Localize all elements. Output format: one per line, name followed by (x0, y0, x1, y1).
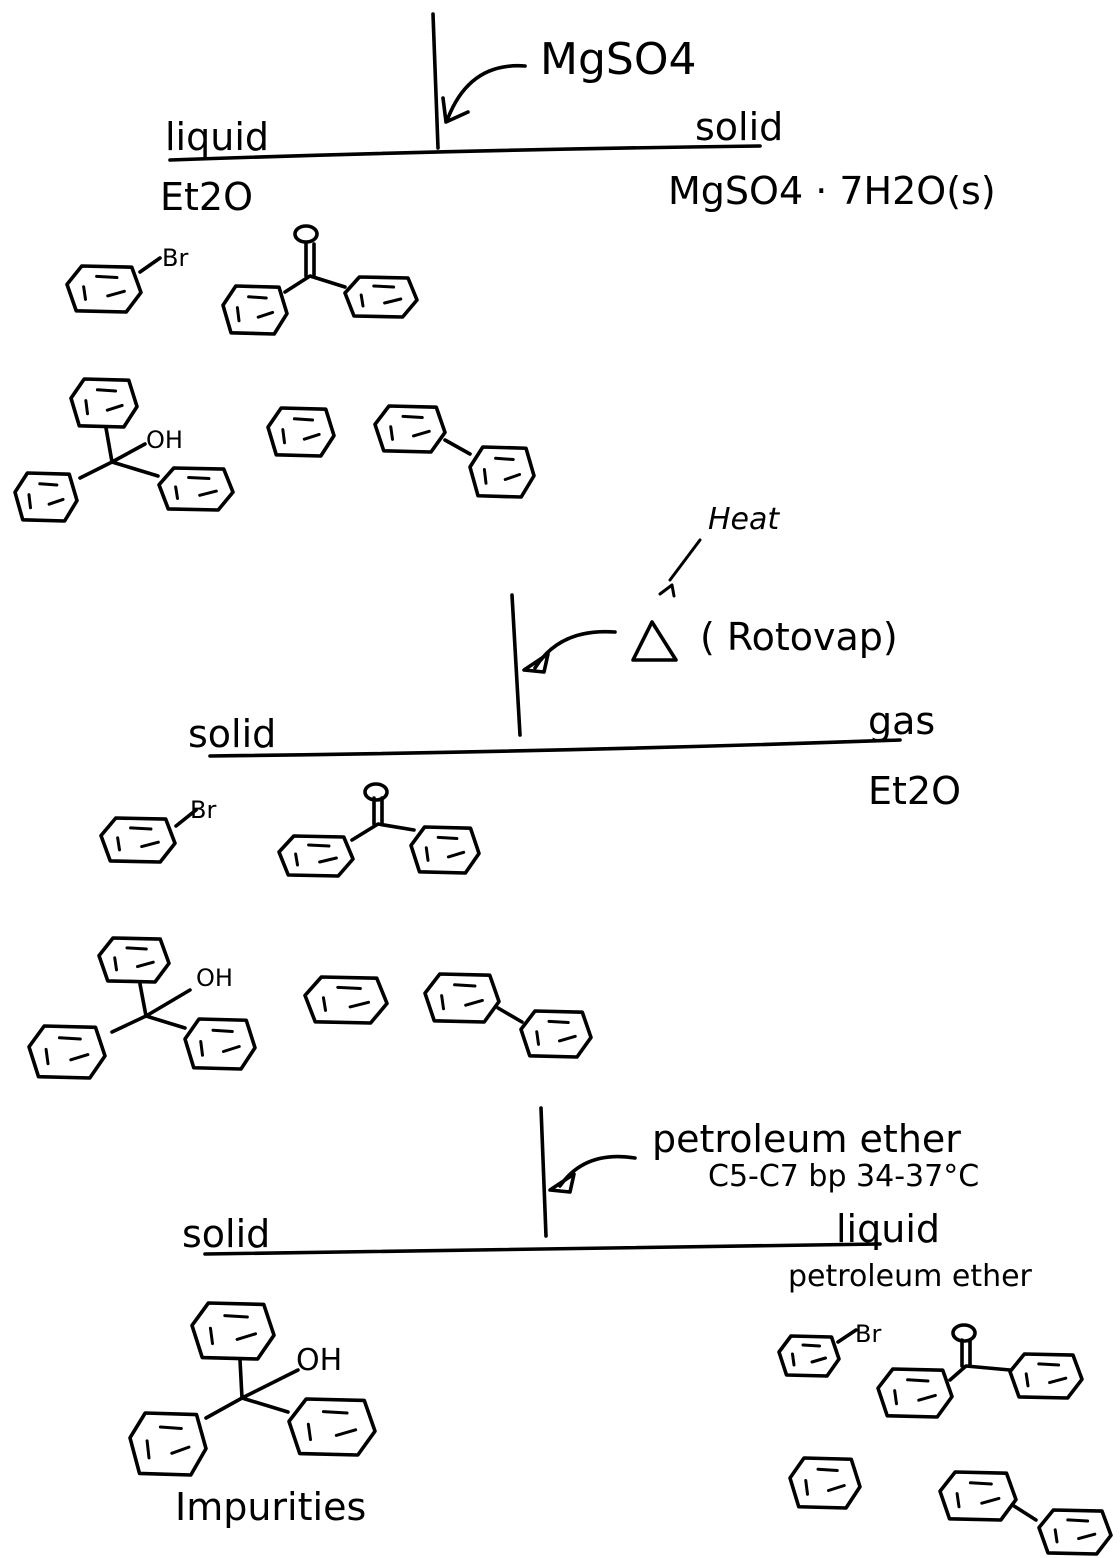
atom-label-br: Br (162, 244, 189, 272)
atom-label-br: Br (190, 796, 217, 824)
step2-right-content: Et2O (868, 769, 961, 813)
step2-branch (208, 538, 902, 758)
triphenylmethanol-ring-left (128, 1411, 208, 1477)
step1-right-content: MgSO4 · 7H2O(s) (668, 169, 996, 213)
step1-right-label: solid (695, 105, 784, 149)
c-br-bond (836, 1328, 858, 1344)
step1-branch (168, 12, 762, 162)
step1-left-content: Et2O (160, 175, 253, 219)
biphenyl-ring-left (373, 404, 447, 454)
step1-reagent: MgSO4 (540, 34, 697, 85)
step2-reagent-note: Heat (708, 502, 780, 537)
benzophenone-ring-left (277, 834, 355, 878)
oxygen-atom (363, 782, 389, 802)
molecule-group (13, 224, 1113, 1556)
step3-right-label: liquid (836, 1207, 940, 1251)
step3-branch (203, 1106, 882, 1256)
benzene-ring (266, 406, 336, 458)
atom-label-oh: OH (196, 964, 233, 992)
benzophenone-ring-right (1008, 1352, 1084, 1400)
carbonyl-bond (948, 1364, 1012, 1382)
triphenylmethanol-ring-right (157, 466, 235, 512)
benzophenone-ring-right (409, 825, 481, 875)
step3-reagent: petroleum ether (652, 1117, 961, 1161)
carbonyl-double-bond (960, 1338, 972, 1368)
step2-right-label: gas (868, 699, 936, 743)
atom-label-oh: OH (146, 426, 183, 454)
c-br-bond (138, 256, 162, 274)
benzene-ring (303, 975, 389, 1025)
biphenyl-ring-left (938, 1470, 1018, 1522)
biphenyl-ring-right (468, 445, 536, 499)
triphenylmethanol-ring-left (27, 1024, 107, 1080)
carbonyl-double-bond (304, 242, 316, 278)
step3-left-label: solid (182, 1212, 271, 1256)
atom-label-br: Br (855, 1320, 882, 1348)
biphenyl-bond (496, 1006, 524, 1024)
bromobenzene-ring (99, 816, 177, 864)
step3-left-caption: Impurities (175, 1485, 367, 1529)
triphenylmethanol-ring-top (69, 377, 139, 429)
bromobenzene-ring (65, 264, 143, 314)
atom-label-oh: OH (296, 1343, 343, 1378)
step3-right-content: petroleum ether (788, 1259, 1032, 1294)
c-br-bond (174, 808, 198, 828)
step1-left-label: liquid (165, 115, 269, 159)
benzene-ring (788, 1456, 862, 1510)
triphenylmethanol-ring-left (13, 471, 79, 523)
benzophenone-ring-right (343, 275, 419, 319)
carbonyl-bond (283, 274, 347, 294)
carbonyl-bond (350, 822, 416, 842)
biphenyl-bond (1012, 1504, 1038, 1522)
benzophenone-ring-left (876, 1367, 954, 1419)
biphenyl-ring-right (1037, 1508, 1113, 1556)
biphenyl-ring-left (423, 972, 501, 1024)
step3-reagent-detail: C5-C7 bp 34-37°C (708, 1159, 980, 1194)
triphenylmethanol-ring-right (183, 1017, 257, 1071)
central-carbon-bonds (204, 1358, 300, 1420)
step2-reagent: ( Rotovap) (700, 615, 898, 659)
triphenylmethanol-ring-top (97, 936, 171, 984)
triphenylmethanol-ring-top (190, 1301, 276, 1361)
central-carbon-bonds (78, 426, 160, 480)
step2-left-label: solid (188, 712, 277, 756)
bromobenzene-ring (777, 1334, 841, 1378)
oxygen-atom (951, 1323, 977, 1343)
oxygen-atom (293, 224, 319, 244)
biphenyl-bond (443, 438, 472, 456)
triphenylmethanol-ring-right (287, 1397, 377, 1457)
biphenyl-ring-right (519, 1009, 593, 1059)
carbonyl-double-bond (372, 796, 384, 826)
central-carbon-bonds (110, 982, 192, 1034)
benzophenone-ring-left (221, 284, 289, 336)
